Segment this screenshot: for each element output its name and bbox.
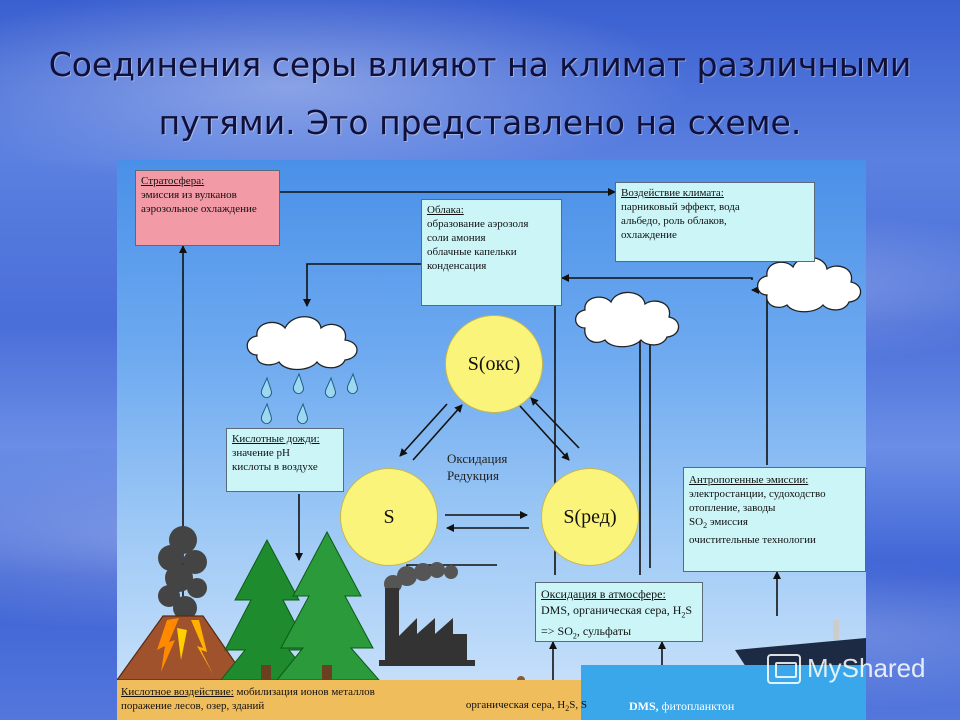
oxidation-atmosphere-box: Оксидация в атмосфере: DMS, органическая… <box>535 582 703 642</box>
stratosphere-line-2: аэрозольное охлаждение <box>141 203 257 215</box>
clouds <box>246 256 862 371</box>
acid-rain-line-2: кислоты в воздухе <box>232 461 318 473</box>
rain-drop <box>260 376 272 399</box>
oxidation-label: Оксидация <box>447 451 508 466</box>
climate-impact-line-3: охлаждение <box>621 229 677 241</box>
acid-rain-box: Кислотные дожди: значение pH кислоты в в… <box>226 428 344 492</box>
soil-sulfur-sources: органическая сера, H2S, S <box>465 699 587 714</box>
stratosphere-line-1: эмиссия из вулканов <box>141 189 237 201</box>
rain-drop <box>260 402 272 425</box>
anthropogenic-line-4: очистительные технологии <box>689 534 816 547</box>
arrow-sox-to-sred <box>519 405 570 461</box>
sun-s-ox: S(окс) <box>445 315 543 413</box>
climate-impact-line-1: парниковый эффект, вода <box>621 201 740 213</box>
title-line-2: путями. Это представлено на схеме. <box>158 103 802 142</box>
acid-impact-text: Кислотное воздействие: мобилизация ионов… <box>121 685 591 713</box>
title-line-1: Соединения серы влияют на климат различн… <box>48 45 912 84</box>
anthropogenic-line-3: SO2 эмиссия <box>689 516 748 531</box>
oxidation-atmosphere-line-1: DMS, органическая сера, H2S <box>541 603 693 620</box>
arrow-sox-to-s <box>399 403 448 457</box>
factory <box>379 562 475 666</box>
volcano-smoke <box>158 526 207 620</box>
sun-s-red: S(ред) <box>541 468 639 566</box>
acid-impact-line-2: поражение лесов, озер, зданий <box>121 700 265 712</box>
arrow-s-to-sox <box>412 404 463 461</box>
oxidation-atmosphere-line-2: => SO2, сульфаты <box>541 624 632 641</box>
diagram-graphics <box>117 188 866 705</box>
arrow-cloud-to-clouds-box <box>561 274 753 282</box>
watermark: MyShared <box>767 653 926 684</box>
sea-band <box>581 665 866 720</box>
acid-rain-heading: Кислотные дожди: <box>232 433 320 445</box>
oxidation-atmosphere-heading: Оксидация в атмосфере: <box>541 587 666 601</box>
anthropogenic-box: Антропогенные эмиссии: электростанции, с… <box>683 467 866 572</box>
clouds-box: Облака: образование аэрозоля соли амония… <box>421 199 562 306</box>
sun-s: S <box>340 468 438 566</box>
clouds-line-2: соли амония <box>427 232 486 244</box>
stratosphere-heading: Стратосфера: <box>141 175 205 187</box>
rain-drop <box>296 402 308 425</box>
clouds-heading: Облака: <box>427 204 464 216</box>
arrow-clouds-to-rain <box>303 263 421 307</box>
anthropogenic-line-2: отопление, заводы <box>689 502 776 514</box>
clouds-line-1: образование аэрозоля <box>427 218 529 230</box>
presentation-icon <box>767 653 801 684</box>
rain-drop <box>346 372 358 395</box>
arrow-sred-to-sox <box>530 397 580 449</box>
stratosphere-box: Стратосфера: эмиссия из вулканов аэрозол… <box>135 170 280 246</box>
reduction-label: Редукция <box>447 468 499 483</box>
cycle-label: Оксидация Редукция <box>447 450 507 484</box>
slide-title: Соединения серы влияют на климат различн… <box>20 36 940 152</box>
acid-impact-heading: Кислотное воздействие: <box>121 686 234 698</box>
rain-drop <box>292 372 304 395</box>
arrow-anthropogenic-up <box>751 286 768 465</box>
watermark-text: MyShared <box>807 653 926 683</box>
sea-label: DMS, фитопланктон <box>629 699 735 713</box>
climate-impact-line-2: альбедо, роль облаков, <box>621 215 727 227</box>
rain-drops <box>260 372 358 425</box>
acid-impact-line-1: Кислотное воздействие: мобилизация ионов… <box>121 686 375 698</box>
clouds-line-4: конденсация <box>427 260 487 272</box>
trees <box>219 530 381 681</box>
anthropogenic-heading: Антропогенные эмиссии: <box>689 474 809 486</box>
rain-drop <box>324 376 336 399</box>
acid-rain-line-1: значение pH <box>232 447 290 459</box>
climate-impact-heading: Воздействие климата: <box>621 187 724 199</box>
middle-cloud <box>574 291 680 348</box>
sulfur-climate-diagram: Стратосфера: эмиссия из вулканов аэрозол… <box>117 160 866 720</box>
climate-impact-box: Воздействие климата: парниковый эффект, … <box>615 182 815 262</box>
clouds-line-3: облачные капельки <box>427 246 517 258</box>
anthropogenic-line-1: электростанции, судоходство <box>689 488 826 500</box>
soil-band <box>117 680 597 720</box>
rain-cloud <box>246 316 358 371</box>
right-cloud <box>756 256 862 313</box>
